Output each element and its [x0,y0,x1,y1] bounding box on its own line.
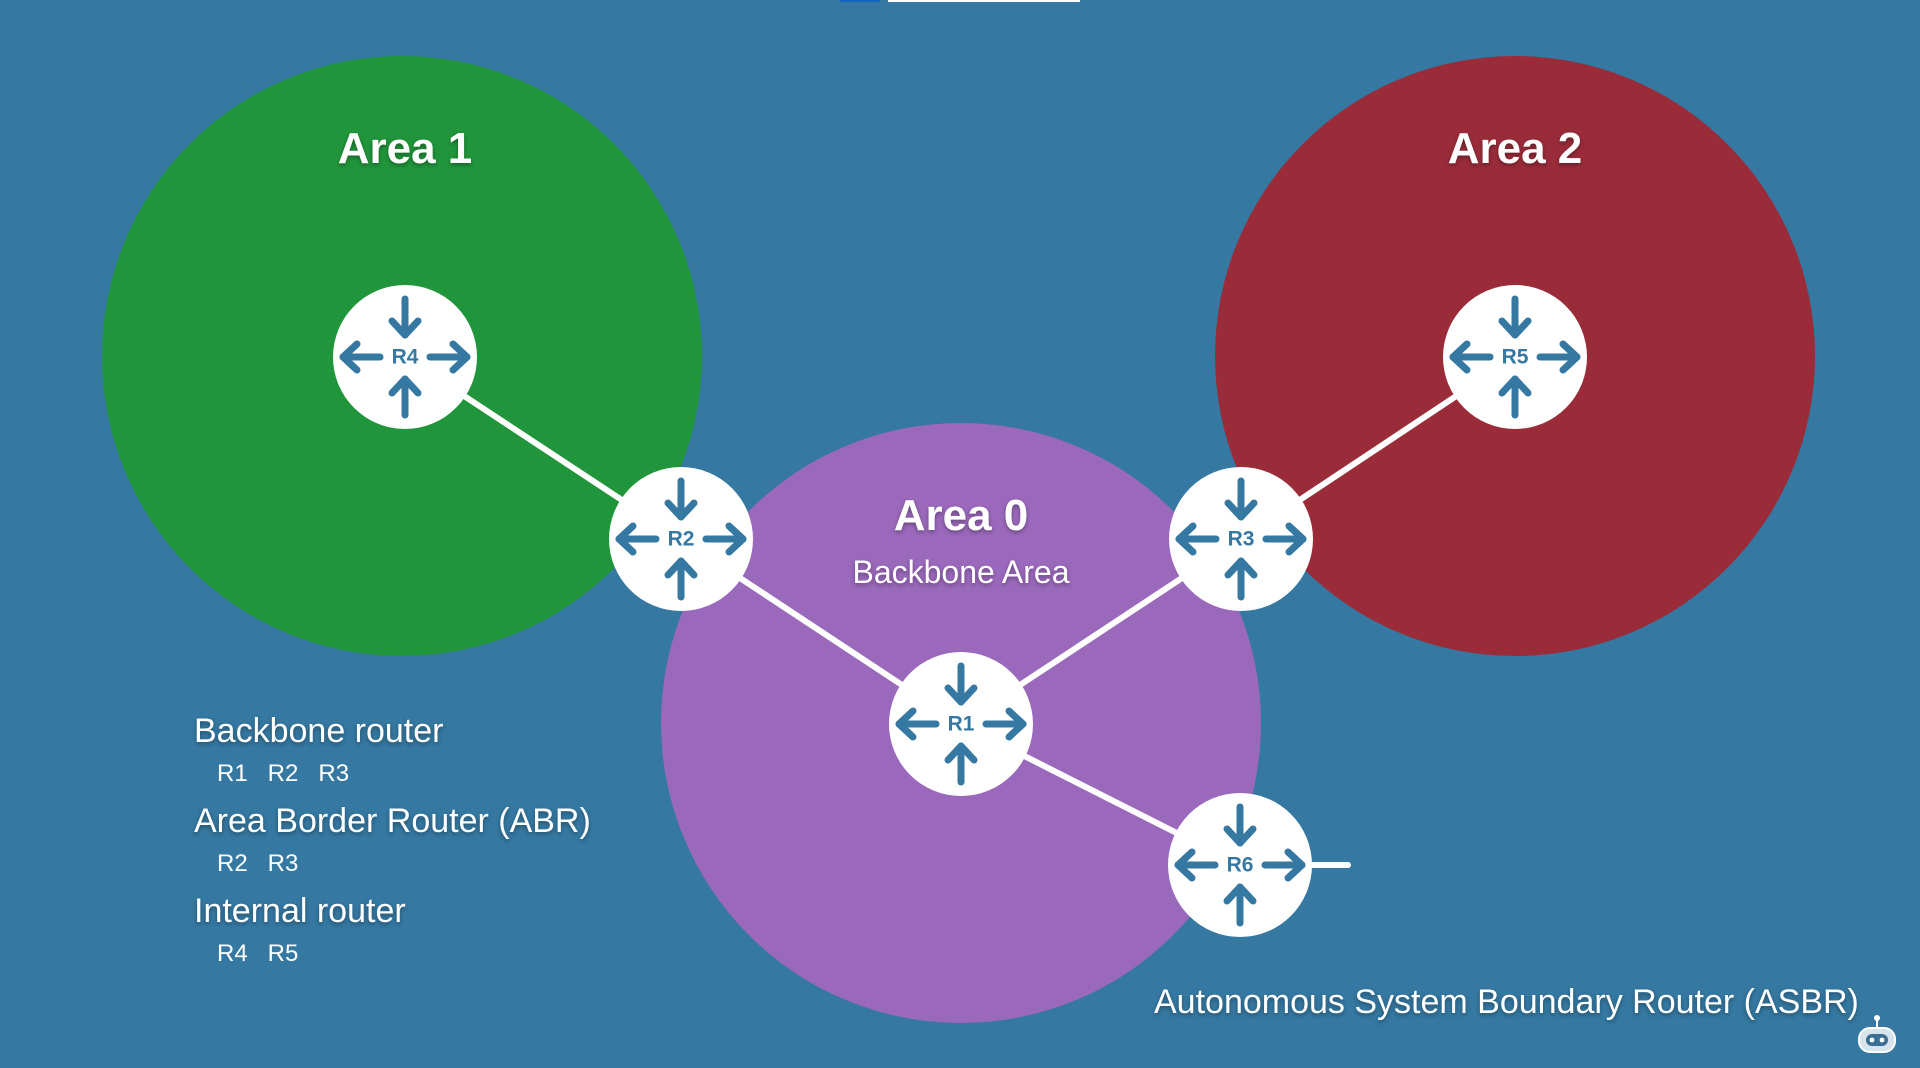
legend: Backbone router R1 R2 R3 Area Border Rou… [194,712,591,967]
area-1-title: Area 1 [338,124,473,173]
router-r4-label: R4 [392,346,419,369]
router-r2[interactable]: R2 [609,467,753,611]
legend-backbone-items: R1 R2 R3 [217,760,349,787]
area-0-subtitle: Backbone Area [852,554,1069,590]
router-r5-label: R5 [1502,346,1529,369]
top-progress-track [888,0,1080,2]
router-r6-label: R6 [1227,854,1254,877]
router-r3-label: R3 [1228,528,1255,551]
router-r1[interactable]: R1 [889,652,1033,796]
legend-internal-heading: Internal router [194,892,406,930]
area-2-title: Area 2 [1448,124,1583,173]
router-r4[interactable]: R4 [333,285,477,429]
legend-backbone-heading: Backbone router [194,712,444,750]
asbr-label: Autonomous System Boundary Router (ASBR) [1154,983,1859,1021]
router-r3[interactable]: R3 [1169,467,1313,611]
area-0-title: Area 0 [894,491,1029,540]
router-r2-label: R2 [668,528,695,551]
legend-internal-items: R4 R5 [217,940,298,967]
router-r5[interactable]: R5 [1443,285,1587,429]
robot-assistant-icon[interactable] [1858,1015,1896,1053]
router-r6[interactable]: R6 [1168,793,1312,937]
legend-abr-items: R2 R3 [217,850,298,877]
legend-abr-heading: Area Border Router (ABR) [194,802,591,840]
router-r1-label: R1 [948,713,975,736]
top-progress-bar [840,0,880,2]
